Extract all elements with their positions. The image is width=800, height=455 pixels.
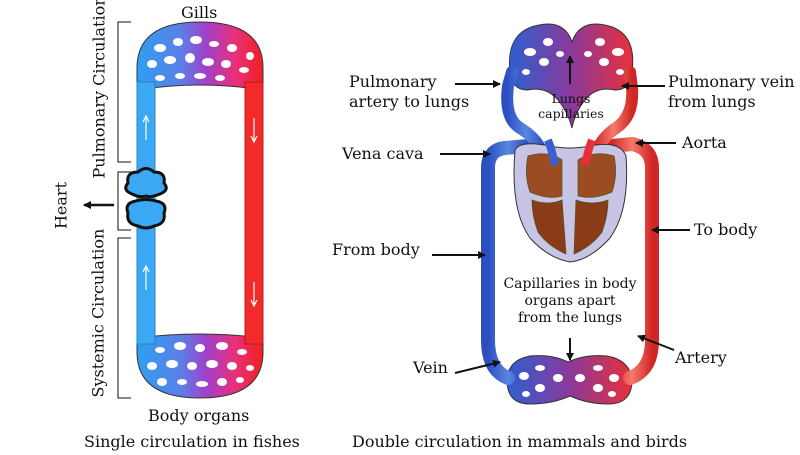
gills-label: Gills: [181, 3, 218, 22]
lungs-capillary-bed: [508, 23, 634, 129]
fish-diagram: [83, 21, 264, 399]
fish-flow-arrows: [142, 114, 258, 308]
heart-outflow-blue: [544, 138, 559, 166]
heart-label: Heart: [51, 181, 71, 230]
fish-caption: Single circulation in fishes: [84, 432, 300, 451]
body-capillary-spaces-mammal: [519, 365, 619, 397]
vein-label: Vein: [413, 358, 448, 377]
circulation-brackets: [117, 21, 131, 399]
artery-label: Artery: [675, 348, 727, 367]
label-pointers: [432, 55, 690, 374]
body-organs-label: Body organs: [148, 406, 250, 425]
pulmonary-artery-label: Pulmonary artery to lungs: [349, 72, 470, 111]
pulmonary-vein-label: Pulmonary vein from lungs: [668, 72, 795, 111]
lungs-capillary-spaces: [522, 38, 624, 75]
fish-heart: [124, 167, 168, 230]
to-body-label: To body: [694, 220, 758, 239]
lungs-capillaries-label: Lungs capillaries: [538, 91, 604, 121]
fish-artery-vessel: [244, 81, 264, 345]
from-body-label: From body: [332, 240, 420, 259]
mammal-diagram: [481, 23, 659, 405]
heart-outflow-red: [581, 138, 596, 166]
pulmonary-circulation-label: Pulmonary Circulation: [89, 0, 109, 179]
right-ventricle: [531, 199, 567, 255]
left-ventricle: [573, 199, 609, 255]
mammal-caption: Double circulation in mammals and birds: [352, 432, 688, 451]
vena-cava-vessel: [481, 139, 535, 385]
body-capillary-spaces: [147, 342, 254, 387]
body-capillaries-label: Capillaries in body organs apart from th…: [503, 276, 637, 326]
vena-cava-label: Vena cava: [342, 144, 424, 163]
gills-capillary-bed: [136, 21, 264, 91]
aorta-label: Aorta: [682, 133, 727, 152]
gills-capillary-spaces: [147, 36, 254, 81]
body-organs-capillary-bed: [136, 333, 264, 399]
systemic-circulation-label: Systemic Circulation: [88, 228, 108, 398]
